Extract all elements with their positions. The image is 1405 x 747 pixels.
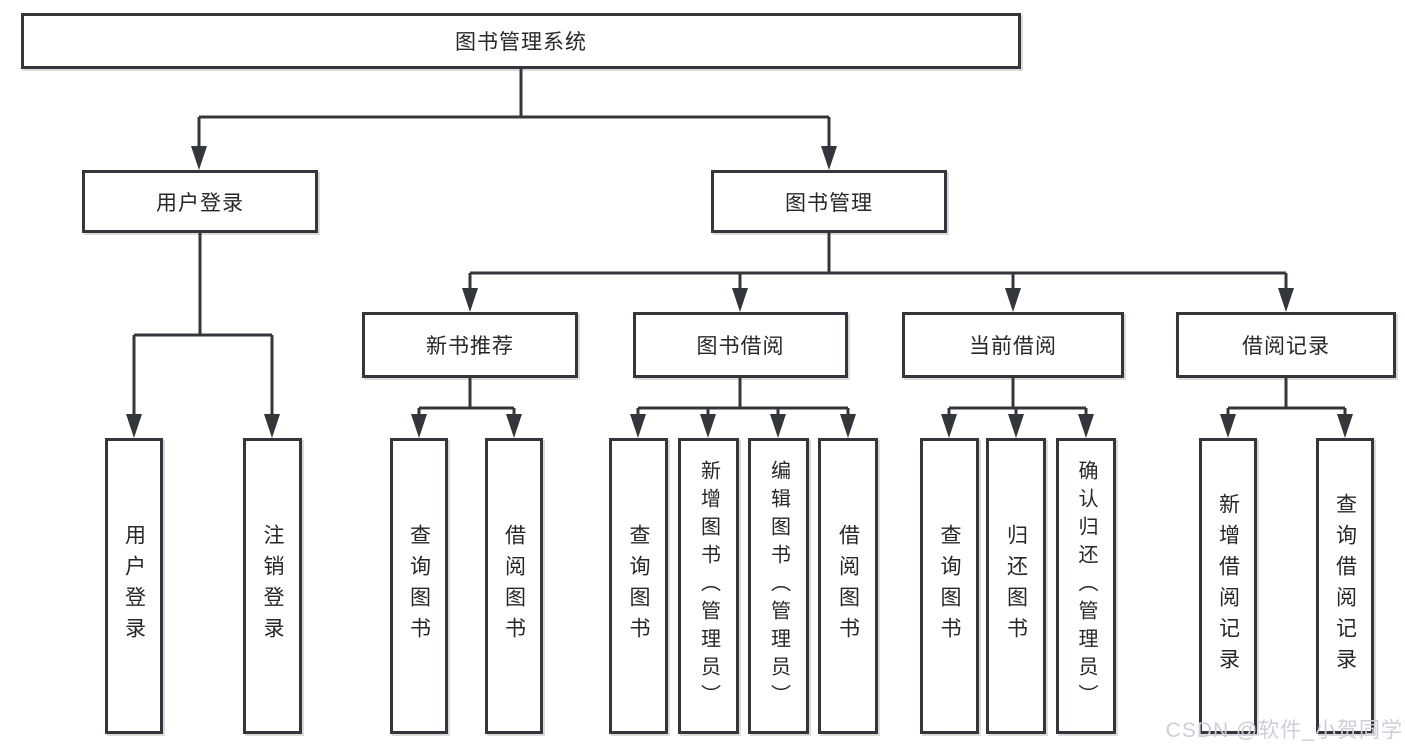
leaf-logout: 注销登录: [243, 438, 302, 734]
leaf-edit-book-admin-label: 编辑图书（管理员）: [767, 460, 790, 712]
leaf-add-book-admin: 新增图书（管理员）: [678, 438, 739, 734]
leaf-confirm-return-admin-label: 确认归还（管理员）: [1075, 460, 1097, 712]
leaf-query-book-2: 查询图书: [609, 438, 668, 734]
leaf-borrow-book-1-label: 借阅图书: [502, 524, 526, 648]
node-current-borrowing-label: 当前借阅: [969, 335, 1057, 358]
leaf-add-book-admin-label: 新增图书（管理员）: [697, 460, 720, 712]
node-root-label: 图书管理系统: [455, 31, 587, 54]
leaf-query-book-3: 查询图书: [920, 438, 979, 734]
node-book-borrowing: 图书借阅: [633, 312, 848, 378]
leaf-add-borrow-record-label: 新增借阅记录: [1216, 493, 1240, 679]
node-current-borrowing: 当前借阅: [902, 312, 1124, 378]
leaf-query-book-2-label: 查询图书: [627, 524, 650, 648]
node-book-management: 图书管理: [711, 170, 947, 233]
node-root: 图书管理系统: [21, 13, 1021, 69]
leaf-edit-book-admin: 编辑图书（管理员）: [748, 438, 809, 734]
node-borrow-records: 借阅记录: [1176, 312, 1396, 378]
leaf-borrow-book-2-label: 借阅图书: [836, 524, 860, 648]
node-user-login: 用户登录: [82, 170, 318, 233]
leaf-user-login: 用户登录: [105, 438, 163, 734]
node-borrow-records-label: 借阅记录: [1242, 335, 1330, 358]
leaf-add-borrow-record: 新增借阅记录: [1199, 438, 1257, 734]
node-new-book-recommend-label: 新书推荐: [426, 335, 514, 358]
leaf-return-book: 归还图书: [986, 438, 1046, 734]
leaf-query-book-3-label: 查询图书: [938, 524, 961, 648]
node-book-management-label: 图书管理: [785, 191, 873, 215]
leaf-return-book-label: 归还图书: [1004, 524, 1028, 648]
leaf-query-borrow-record: 查询借阅记录: [1316, 438, 1374, 734]
leaf-query-borrow-record-label: 查询借阅记录: [1333, 493, 1357, 679]
node-user-login-label: 用户登录: [156, 191, 244, 215]
leaf-query-book-1-label: 查询图书: [407, 524, 431, 648]
leaf-borrow-book-2: 借阅图书: [818, 438, 878, 734]
leaf-borrow-book-1: 借阅图书: [485, 438, 543, 734]
node-new-book-recommend: 新书推荐: [362, 312, 578, 378]
csdn-watermark: CSDN @软件_小贺同学: [1165, 719, 1403, 742]
leaf-user-login-label: 用户登录: [122, 524, 146, 648]
leaf-query-book-1: 查询图书: [390, 438, 448, 734]
arrowheads: [126, 146, 1353, 438]
leaf-confirm-return-admin: 确认归还（管理员）: [1056, 438, 1116, 734]
node-book-borrowing-label: 图书借阅: [696, 335, 785, 358]
leaf-logout-label: 注销登录: [261, 524, 284, 648]
